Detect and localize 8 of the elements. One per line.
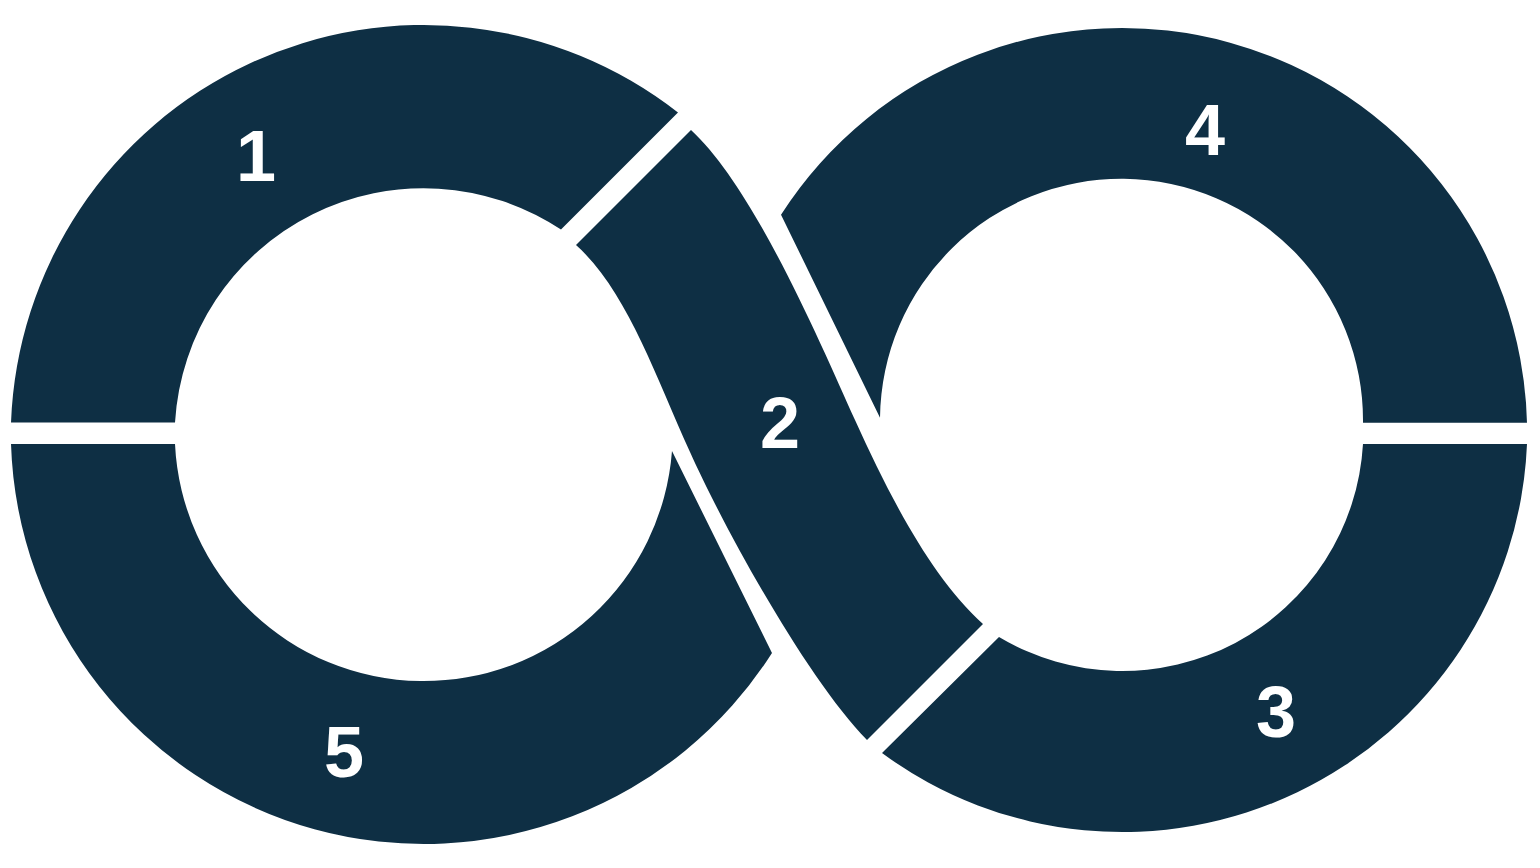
step-number: 1 bbox=[236, 120, 276, 192]
loop-segment bbox=[11, 25, 678, 423]
step-number: 3 bbox=[1256, 676, 1296, 748]
step-number: 4 bbox=[1185, 94, 1225, 166]
loop-segment bbox=[576, 130, 983, 740]
step-number: 5 bbox=[324, 716, 364, 788]
loop-segment bbox=[882, 444, 1527, 833]
step-number: 2 bbox=[760, 387, 800, 459]
